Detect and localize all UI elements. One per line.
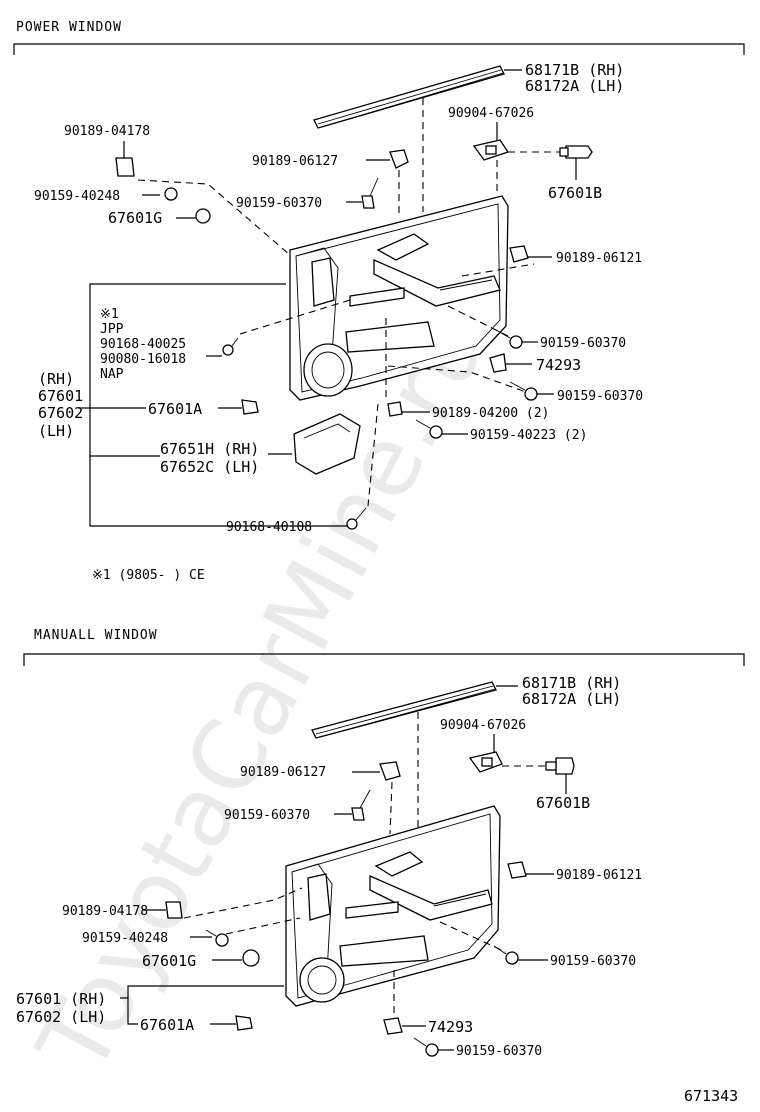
screw-90168-40108-icon [346, 507, 367, 530]
clip-90189-04200-icon [387, 401, 403, 417]
label-68171B-rh: 68171B (RH) [525, 61, 624, 79]
grommet-67601B-icon [545, 757, 575, 775]
label-67601G: 67601G [108, 209, 162, 227]
label-90159-60370-top: 90159-60370 [236, 196, 322, 211]
clip-90189-04178-icon [115, 157, 135, 177]
screw-90159-60370-top-icon [361, 177, 379, 209]
label-90159-60370-top: 90159-60370 [224, 808, 310, 823]
manual-window-title: MANUALL WINDOW [34, 628, 158, 643]
label-67651H-rh: 67651H (RH) [160, 440, 259, 458]
label-90159-40248: 90159-40248 [82, 931, 168, 946]
label-90189-06121: 90189-06121 [556, 251, 642, 266]
label-90189-06127: 90189-06127 [252, 154, 338, 169]
label-90159-60370-mid: 90159-60370 [550, 954, 636, 969]
speaker-cover-icon [293, 413, 361, 475]
power-window-title: POWER WINDOW [16, 20, 122, 35]
power-window-section: POWER WINDOW 68171B (RH) 68172A (LH) 909… [13, 20, 745, 583]
label-footnote: ※1 (9805- ) CE [92, 568, 205, 583]
grommet-67601G-icon [195, 208, 211, 224]
screw-90159-60370-low-icon [413, 1037, 439, 1057]
label-67602: 67602 [38, 404, 83, 422]
label-90189-04178: 90189-04178 [62, 904, 148, 919]
label-90080-16018: 90080-16018 [100, 352, 186, 367]
manual-window-section: MANUALL WINDOW 68171B (RH) 68172A (LH) 9… [16, 628, 745, 1059]
door-trim-panel-illustration [285, 805, 501, 1007]
clip-67601A-icon [241, 399, 259, 415]
label-lh: (LH) [38, 422, 74, 440]
label-67652C-lh: 67652C (LH) [160, 458, 259, 476]
label-67601G: 67601G [142, 952, 196, 970]
clip-90189-06121-icon [509, 245, 529, 263]
clip-74293-icon [383, 1017, 403, 1035]
label-74293: 74293 [536, 356, 581, 374]
label-67602-lh: 67602 (LH) [16, 1008, 106, 1026]
screw-90159-60370-top-icon [351, 789, 371, 821]
screw-90168-40025-icon [222, 337, 239, 356]
label-90189-06121: 90189-06121 [556, 868, 642, 883]
grommet-67601G-icon [242, 949, 260, 967]
label-90159-40223: 90159-40223 (2) [470, 428, 587, 443]
clip-90189-06127-icon [389, 149, 409, 169]
clip-90189-06121-icon [507, 861, 527, 879]
weatherstrip-strip [311, 681, 518, 739]
label-90168-40108: 90168-40108 [226, 520, 312, 535]
label-67601-rh: 67601 (RH) [16, 990, 106, 1008]
clip-90904-67026-icon [472, 139, 510, 161]
screw-90159-40248-icon [205, 929, 229, 947]
figure-number: 671343 [684, 1087, 738, 1105]
label-90159-60370-low: 90159-60370 [557, 389, 643, 404]
label-90159-60370-mid: 90159-60370 [540, 336, 626, 351]
screw-90159-40223-icon [415, 419, 443, 439]
clip-90904-67026-icon [468, 751, 503, 773]
label-68172A-lh: 68172A (LH) [522, 690, 621, 708]
clip-90189-06127-icon [379, 761, 401, 781]
section-bracket [23, 653, 745, 666]
label-67601A: 67601A [148, 400, 202, 418]
label-67601A: 67601A [140, 1016, 194, 1034]
label-90189-04200: 90189-04200 (2) [432, 406, 549, 421]
label-67601: 67601 [38, 387, 83, 405]
clip-67601A-icon [235, 1015, 253, 1031]
label-90159-40248: 90159-40248 [34, 189, 120, 204]
section-bracket [13, 43, 745, 55]
label-jpp: JPP [100, 322, 124, 337]
clip-90189-04178-icon [165, 901, 183, 919]
screw-90159-60370-mid-icon [495, 329, 523, 349]
label-rh: (RH) [38, 370, 74, 388]
weatherstrip-strip [313, 65, 522, 129]
label-67601B: 67601B [548, 184, 602, 202]
label-90168-40025: 90168-40025 [100, 337, 186, 352]
door-trim-panel-illustration [289, 195, 509, 401]
screw-90159-40248-icon [164, 187, 178, 201]
label-67601B: 67601B [536, 794, 590, 812]
label-90159-60370-low: 90159-60370 [456, 1044, 542, 1059]
label-90189-04178: 90189-04178 [64, 124, 150, 139]
grommet-67601B-icon [559, 145, 593, 159]
label-68171B-rh: 68171B (RH) [522, 674, 621, 692]
label-note-mark: ※1 [100, 307, 119, 322]
screw-90159-60370-low-icon [509, 381, 538, 401]
label-90189-06127: 90189-06127 [240, 765, 326, 780]
label-90904-67026: 90904-67026 [448, 106, 534, 121]
label-nap: NAP [100, 367, 124, 382]
clip-74293-icon [489, 353, 507, 373]
label-68172A-lh: 68172A (LH) [525, 77, 624, 95]
label-74293: 74293 [428, 1018, 473, 1036]
label-90904-67026: 90904-67026 [440, 718, 526, 733]
